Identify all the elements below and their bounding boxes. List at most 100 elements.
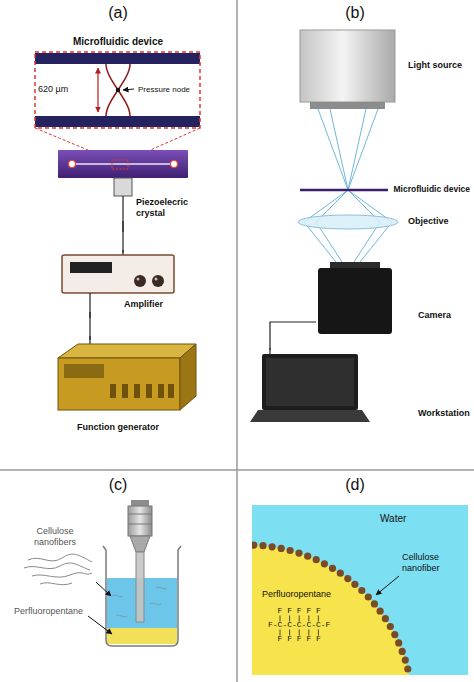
- generator-front: [58, 358, 180, 410]
- sonicator-cap: [131, 500, 149, 506]
- light-beam: [318, 109, 392, 262]
- nanofiber-dot: [365, 593, 372, 600]
- component-label: Piezoelecric crystal: [136, 197, 194, 219]
- wire-connector: [122, 221, 123, 253]
- panel-divider: [0, 469, 474, 471]
- nanofiber-dot: [399, 648, 406, 655]
- beaker: [103, 546, 181, 646]
- channel-wall: [35, 53, 200, 64]
- inset-box: Microfluidic device 620 µm Pressure node: [30, 32, 205, 130]
- generator-side: [180, 344, 196, 410]
- nanofiber-dot: [382, 615, 389, 622]
- panel-letter: (d): [345, 475, 365, 495]
- dimension-arrow: [97, 68, 98, 112]
- material-label: Cellulose nanofiber: [402, 552, 462, 574]
- sonicator-probe: [136, 552, 144, 622]
- panel-letter: (b): [345, 3, 365, 23]
- panel-letter: (c): [109, 475, 128, 495]
- component-label: Amplifier: [124, 299, 163, 310]
- nanofiber-dot: [287, 547, 294, 554]
- nanofiber-dot: [321, 560, 328, 567]
- part-label: Microfluidic device: [393, 184, 470, 195]
- formula-row: F-C-C-C-C-C-F: [268, 620, 330, 630]
- light-beam: [304, 109, 378, 262]
- nanofiber-dot: [391, 631, 398, 638]
- objective-lens: [298, 215, 398, 229]
- dimension-label: 620 µm: [38, 84, 68, 95]
- light-beam: [316, 109, 366, 262]
- panel-divider: [236, 0, 238, 682]
- generator-slot: [168, 384, 174, 398]
- generator-slot: [146, 384, 152, 398]
- light-source-symbol: [300, 30, 395, 102]
- material-label: Cellulose nanofibers: [24, 526, 86, 548]
- leader-arrow: [96, 582, 111, 596]
- zoom-area: [112, 160, 128, 169]
- node-dot: [116, 88, 120, 92]
- generator-slot: [158, 384, 164, 398]
- knob-highlight: [137, 278, 140, 281]
- knob-highlight: [155, 278, 158, 281]
- sonicator-band: [128, 524, 152, 525]
- piezo-crystal: Piezoelecric crystal: [110, 175, 194, 221]
- piezo-symbol: [114, 178, 132, 196]
- camera: Camera: [316, 258, 472, 336]
- nanofiber-dot: [387, 623, 394, 630]
- workstation: Workstation: [248, 350, 472, 426]
- nanofiber-dot: [269, 543, 276, 550]
- nanofiber: [28, 554, 92, 562]
- fiber: [116, 615, 127, 617]
- panel-letter: (a): [108, 3, 128, 23]
- nanofiber-dot: [377, 608, 384, 615]
- nanofiber-shell: [252, 542, 411, 673]
- laptop-base: [250, 410, 370, 422]
- part-label: Objective: [408, 216, 449, 227]
- fiber: [156, 587, 167, 589]
- camera-symbol: [318, 268, 392, 334]
- amplifier: Amplifier: [60, 253, 178, 312]
- light-source-lip: [310, 102, 385, 109]
- light-beam: [330, 109, 380, 262]
- formula-row: F F F F F: [278, 606, 321, 616]
- amplifier-symbol: [62, 255, 174, 293]
- channel: [75, 163, 171, 165]
- laptop-display: [266, 358, 354, 406]
- sonicator-body: [128, 506, 152, 536]
- channel-wall: [35, 116, 200, 127]
- generator-panel: [64, 364, 104, 378]
- nanofiber: [32, 573, 92, 577]
- component-label: Camera: [418, 310, 451, 321]
- nanofiber-dot: [304, 553, 311, 560]
- pressure-node-label: Pressure node: [138, 85, 190, 95]
- material-label: Perfluoropentane: [14, 606, 83, 617]
- nanofiber-dot: [329, 565, 336, 572]
- nanofiber-dot: [358, 587, 365, 594]
- microfluidic-device-symbol: [300, 189, 388, 192]
- leader-arrow: [88, 616, 112, 634]
- generator-top: [58, 344, 196, 358]
- nanofiber-dot: [259, 542, 266, 549]
- amplifier-display: [70, 262, 112, 273]
- nanofiber-dot: [313, 556, 320, 563]
- fiber: [150, 603, 161, 605]
- generator-slot: [110, 384, 116, 398]
- inset-title: Microfluidic device: [73, 36, 163, 48]
- wire-connector: [270, 322, 316, 350]
- formula-row: F F F F F: [278, 634, 321, 644]
- inlet: [69, 161, 76, 168]
- microfluidic-chip: [58, 150, 188, 178]
- nanofiber-dot: [278, 545, 285, 552]
- amplifier-knob: [152, 275, 164, 287]
- perfluoropentane-layer: [107, 628, 177, 644]
- nanofiber-dot: [404, 665, 411, 672]
- laptop-screen: [262, 354, 358, 410]
- component-label: Workstation: [418, 408, 470, 419]
- fiber: [112, 595, 123, 597]
- wire-connector: [89, 312, 90, 340]
- nanofiber-dot: [295, 550, 302, 557]
- nanofiber-dot: [371, 600, 378, 607]
- region-label: Water: [380, 513, 406, 525]
